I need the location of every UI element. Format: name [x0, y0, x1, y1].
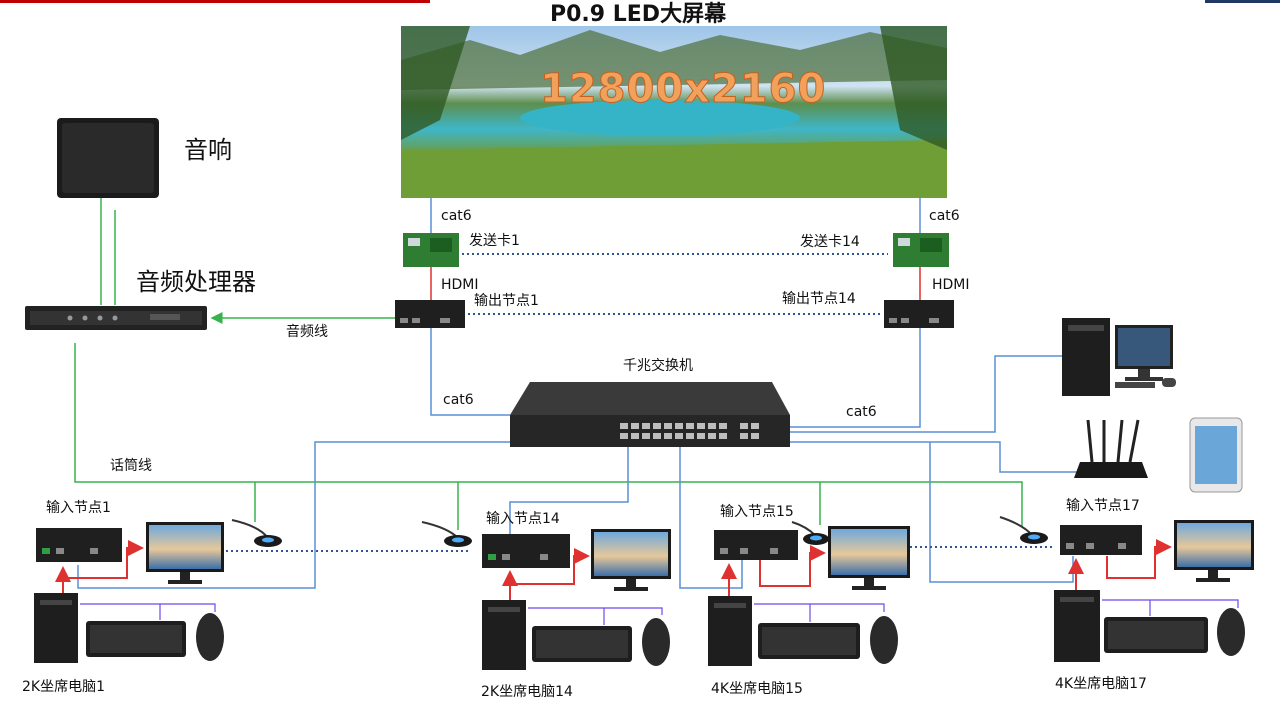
seat-pc-label: 4K坐席电脑15 [711, 681, 803, 697]
switch-label: 千兆交换机 [623, 358, 693, 374]
cat6-label-top-right: cat6 [929, 208, 960, 224]
input-node-14-icon [482, 534, 570, 568]
cat6-label-switch-right: cat6 [846, 404, 877, 420]
monitor-17-icon [1174, 520, 1254, 582]
monitor-1-icon [146, 522, 224, 584]
send-card-1-icon [403, 233, 459, 267]
mouse-15-icon [870, 616, 898, 664]
hdmi-label-right: HDMI [932, 277, 970, 293]
keyboard-15-icon [758, 623, 860, 659]
output-node-1-label: 输出节点1 [474, 293, 539, 309]
send-card-1-label: 发送卡1 [469, 233, 520, 249]
top-blue-bar [1205, 0, 1280, 3]
audio-processor-icon [25, 306, 207, 330]
speaker-icon [57, 118, 159, 198]
input-node-17-icon [1060, 525, 1142, 555]
input-node-label: 输入节点14 [486, 511, 560, 527]
pc-17-icon [1054, 590, 1100, 662]
resolution-label: 12800x2160 [539, 66, 827, 113]
cat6-label-switch-left: cat6 [443, 392, 474, 408]
mouse-17-icon [1217, 608, 1245, 656]
seat-pc-label: 4K坐席电脑17 [1055, 676, 1147, 692]
microphone-1-icon [231, 519, 282, 547]
keyboard-14-icon [532, 626, 632, 662]
led-screen [401, 26, 947, 198]
mouse-1-icon [196, 613, 224, 661]
pc-14-icon [482, 600, 526, 670]
keyboard-17-icon [1104, 617, 1208, 653]
router-icon [1074, 419, 1148, 478]
monitor-15-icon [828, 526, 910, 590]
microphone-14-icon [421, 521, 472, 547]
send-card-14-label: 发送卡14 [800, 234, 860, 250]
keyboard-1-icon [86, 621, 186, 657]
input-node-label: 输入节点15 [720, 504, 794, 520]
output-node-14-icon [884, 300, 954, 328]
seat-pc-label: 2K坐席电脑14 [481, 684, 573, 700]
monitor-14-icon [591, 529, 671, 591]
page-title: P0.9 LED大屏幕 [550, 2, 727, 27]
audio-line-label: 音频线 [286, 324, 328, 340]
seat-pc-label: 2K坐席电脑1 [22, 679, 105, 695]
audio-processor-label: 音频处理器 [136, 268, 256, 296]
output-node-1-icon [395, 300, 465, 328]
gigabit-switch-icon [510, 382, 790, 447]
speaker-label: 音响 [184, 136, 232, 164]
hdmi-label-left: HDMI [441, 277, 479, 293]
tablet-icon [1189, 417, 1243, 493]
cat6-label-top-left: cat6 [441, 208, 472, 224]
top-red-bar [0, 0, 430, 3]
microphone-17-icon [999, 516, 1048, 544]
input-node-15-icon [714, 530, 798, 560]
input-node-1-icon [36, 528, 122, 562]
mouse-14-icon [642, 618, 670, 666]
send-card-14-icon [893, 233, 949, 267]
input-node-label: 输入节点1 [46, 500, 111, 516]
output-node-14-label: 输出节点14 [782, 291, 856, 307]
server-pc-icon [1062, 318, 1176, 396]
input-node-label: 输入节点17 [1066, 498, 1140, 514]
microphone-15-icon [791, 521, 829, 545]
mic-line-label: 话筒线 [110, 458, 152, 474]
pc-15-icon [708, 596, 752, 666]
pc-1-icon [34, 593, 78, 663]
